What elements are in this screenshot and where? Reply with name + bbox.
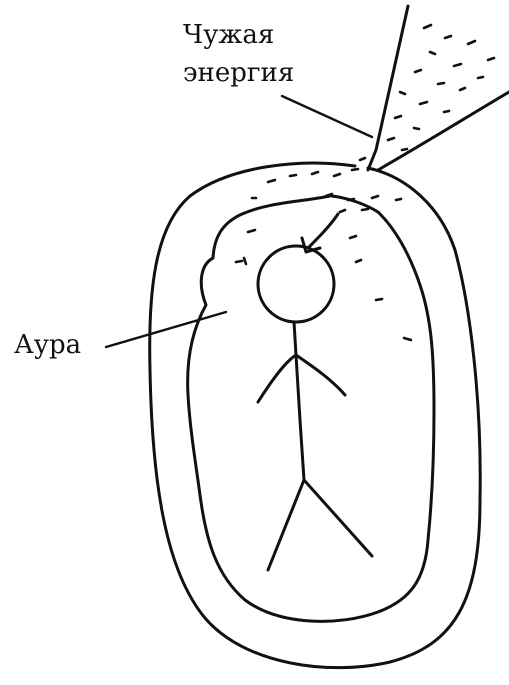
energy-stream-left-edge [368, 6, 408, 170]
energy-label-pointer [282, 96, 372, 137]
stick-figure [258, 246, 372, 570]
aura-label-pointer [106, 312, 226, 347]
energy-stream-right-edge [378, 92, 509, 170]
outer-boundary [150, 163, 481, 668]
figure-legs [268, 480, 372, 570]
energy-arrow-shaft [308, 214, 338, 248]
figure-arms [258, 355, 345, 402]
figure-body [294, 322, 304, 480]
energy-particles-aura [236, 158, 411, 340]
aura-contour [188, 196, 434, 621]
figure-head [258, 246, 334, 322]
